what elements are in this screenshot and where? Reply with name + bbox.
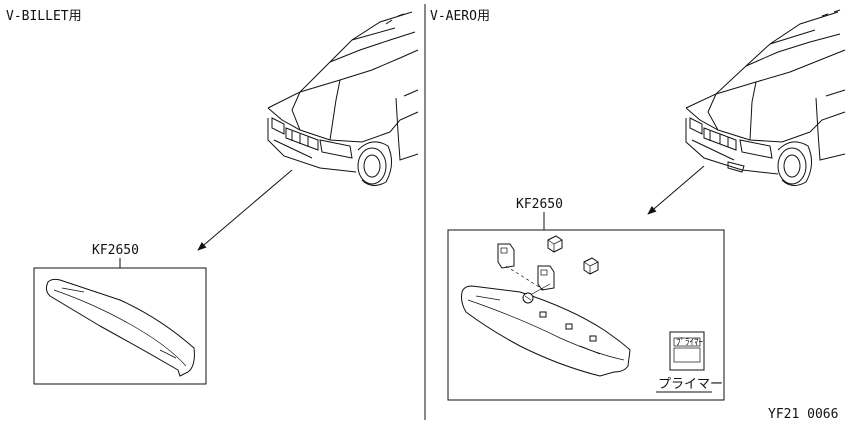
left-panel-title: V-BILLET用 [6,9,82,24]
screw-fastener [522,283,551,304]
car-illustration-left [267,11,419,186]
arrow-right [647,165,705,215]
clip-cube-1 [547,235,563,253]
clip-cube-2 [583,257,599,275]
primer-label: プライマー [658,377,723,392]
right-panel-title: V-AERO用 [430,9,490,24]
mounting-bracket-upper [497,243,515,269]
right-part-box [447,229,725,401]
left-part-box [33,267,207,385]
left-part-label: KF2650 [92,243,139,258]
billet-garnish-part [45,278,195,377]
right-part-label: KF2650 [516,197,563,212]
figure-code: YF21 0066 [768,407,838,422]
aero-garnish-part [461,285,631,377]
arrow-left [197,169,293,251]
car-illustration-right [685,9,846,186]
primer-can-text: ﾌﾟﾗｲﾏｰ [676,337,704,348]
bracket-dashed-guide [505,265,545,291]
primer-can-icon: ﾌﾟﾗｲﾏｰ [669,331,705,371]
